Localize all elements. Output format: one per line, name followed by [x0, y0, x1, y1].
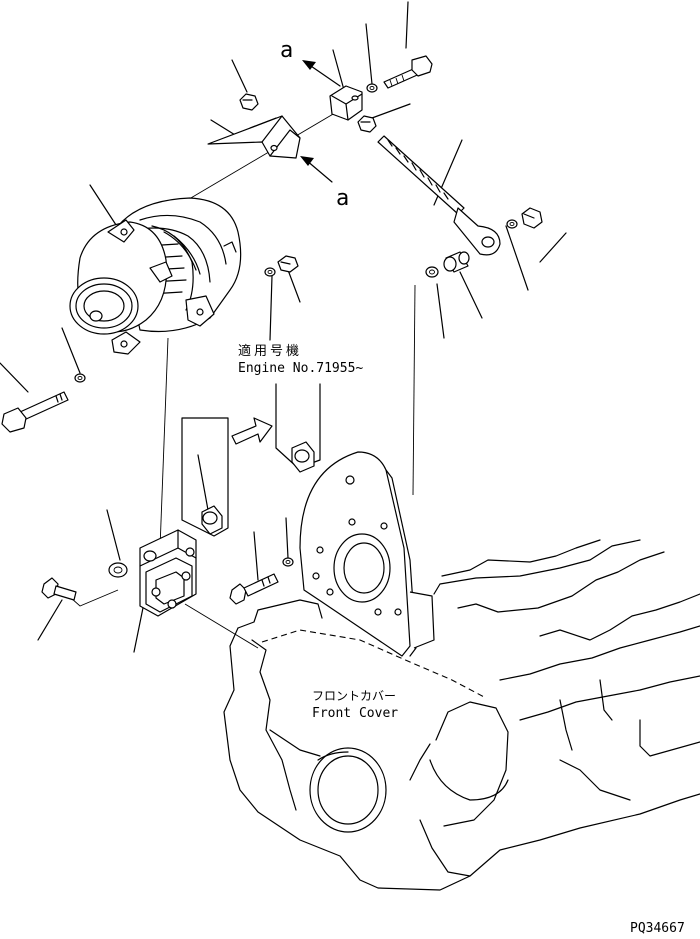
old-spacer-box: [181, 417, 229, 537]
washer-right-low: [425, 266, 439, 278]
nut-top-left: [239, 93, 259, 111]
washer-top: [366, 83, 378, 93]
drawing-number: PQ34667: [630, 921, 685, 936]
collar: [443, 251, 470, 273]
adjust-rod: [377, 135, 501, 256]
engine-front-cover: [223, 539, 700, 891]
nut-alt-right: [277, 255, 299, 273]
mounting-plate: [299, 451, 435, 657]
bolt-plate: [229, 573, 279, 605]
spacer-lower-left: [108, 562, 128, 578]
washer-alt-right: [264, 267, 276, 277]
nut-mid: [357, 115, 377, 133]
applicability-label-jp: 適用号機: [238, 344, 303, 359]
washer-left: [74, 373, 86, 383]
bolt-top: [383, 55, 433, 89]
front-cover-label-en: Front Cover: [312, 706, 399, 721]
nut-right: [521, 207, 543, 229]
spacer-block: [329, 85, 363, 121]
bolt-lower-left: [41, 577, 77, 601]
alternator: [69, 197, 242, 355]
front-cover-label-jp: フロントカバー: [312, 689, 397, 703]
new-spacer-box: [275, 383, 321, 473]
washer-plate: [282, 557, 294, 567]
alternator-mount-bracket: [139, 529, 197, 617]
washer-right: [506, 219, 518, 229]
adjust-bracket: [207, 115, 301, 159]
long-bolt-left: [1, 391, 69, 433]
view-a-label-top: a: [280, 38, 294, 63]
view-a-arrows: [300, 60, 341, 183]
applicability-label-en: Engine No.71955~: [238, 361, 364, 376]
leader-lines: [0, 1, 567, 653]
view-a-label-bottom: a: [336, 186, 350, 211]
change-arrow: [231, 417, 273, 445]
